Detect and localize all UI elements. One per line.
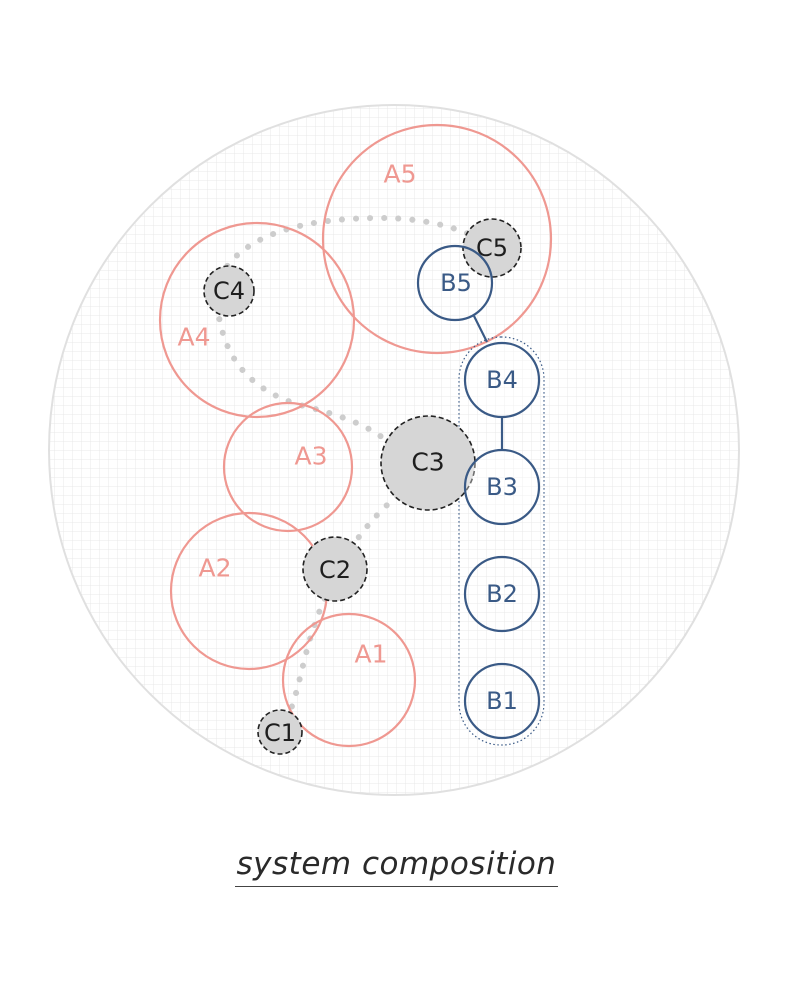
label-b2: B2 <box>486 580 518 608</box>
circle-c5 <box>462 218 522 278</box>
circle-b1 <box>463 662 541 740</box>
circle-b5 <box>416 244 494 322</box>
label-b4: B4 <box>486 366 518 394</box>
b-circles <box>416 244 541 740</box>
label-b3: B3 <box>486 473 518 501</box>
circle-a3 <box>222 401 354 533</box>
label-a5: A5 <box>383 160 416 189</box>
circle-a1 <box>281 612 417 748</box>
circle-b4 <box>463 341 541 419</box>
circle-c4 <box>203 265 255 317</box>
a-circles <box>158 123 553 748</box>
circle-b2 <box>463 555 541 633</box>
label-c4: C4 <box>213 277 245 305</box>
label-a2: A2 <box>198 554 231 583</box>
label-c1: C1 <box>264 719 296 747</box>
circle-a4 <box>158 221 356 419</box>
circle-c1 <box>257 709 303 755</box>
label-c2: C2 <box>319 556 351 584</box>
b-stack-container <box>458 336 545 746</box>
label-c5: C5 <box>476 234 508 262</box>
label-c3: C3 <box>411 448 444 477</box>
label-a4: A4 <box>177 323 210 352</box>
label-b1: B1 <box>486 687 518 715</box>
circle-c2 <box>302 536 368 602</box>
circle-b3 <box>463 448 541 526</box>
diagram-caption: system composition <box>0 846 793 887</box>
label-b5: B5 <box>440 269 472 297</box>
label-a3: A3 <box>294 442 327 471</box>
label-a1: A1 <box>354 640 387 669</box>
connector-b5-b4 <box>473 315 488 343</box>
caption-text: system composition <box>234 846 559 887</box>
c-circles <box>203 218 522 755</box>
circle-a5 <box>321 123 553 355</box>
